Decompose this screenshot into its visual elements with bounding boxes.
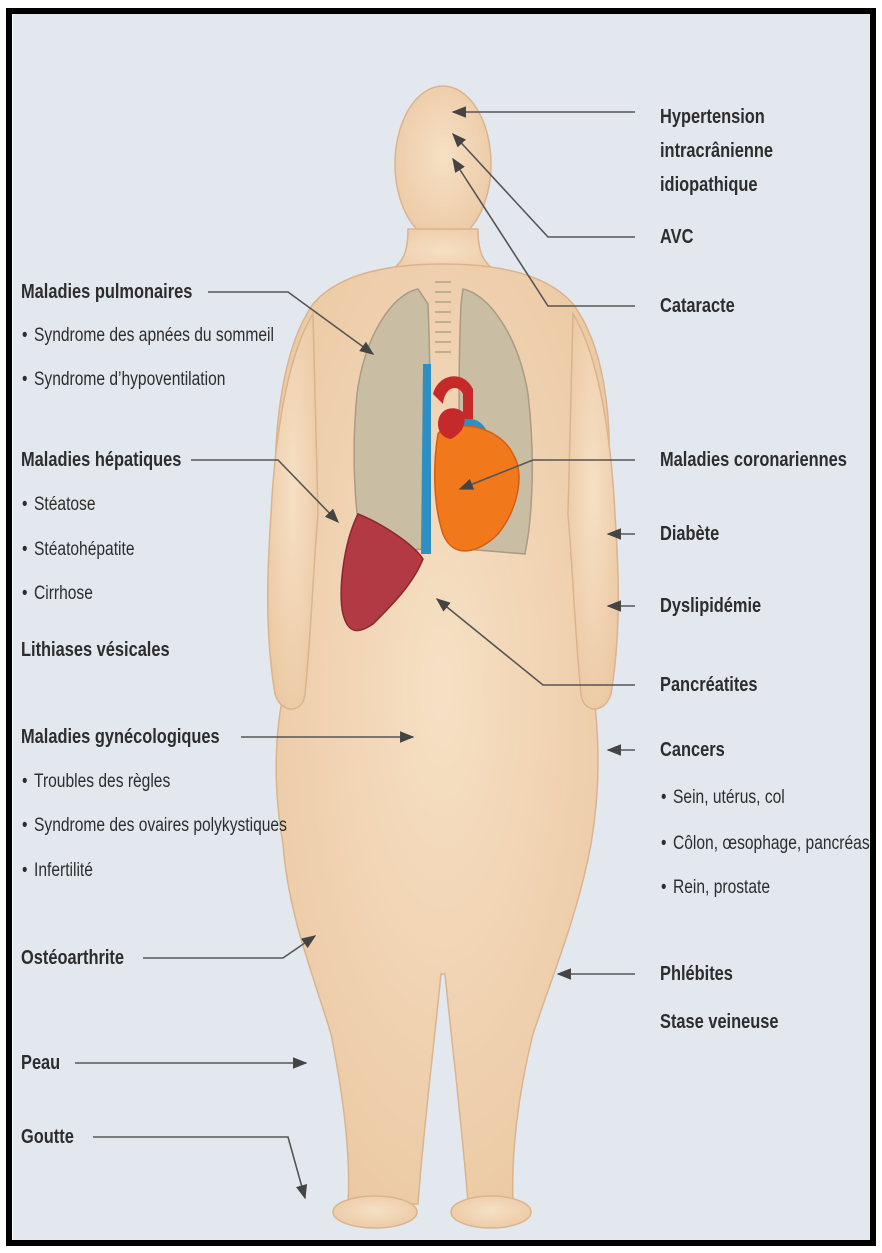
list-item-gyneco-2: Syndrome des ovaires polykystiques bbox=[22, 814, 287, 838]
label-hepatiques: Maladies hépatiques bbox=[21, 448, 181, 472]
list-item-hepatiques-3: Cirrhose bbox=[22, 582, 93, 606]
list-item-pulmonaires-2: Syndrome d’hypoventilation bbox=[22, 368, 225, 392]
list-item-cancers-2: Côlon, œsophage, pancréas bbox=[661, 832, 870, 856]
label-cataracte: Cataracte bbox=[660, 294, 735, 318]
list-item-cancers-1: Sein, utérus, col bbox=[661, 786, 785, 810]
label-stase-veineuse: Stase veineuse bbox=[660, 1010, 779, 1034]
label-gyneco: Maladies gynécologiques bbox=[21, 725, 220, 749]
list-item-gyneco-1: Troubles des règles bbox=[22, 770, 170, 794]
label-cancers: Cancers bbox=[660, 738, 725, 762]
list-item-cancers-3: Rein, prostate bbox=[661, 876, 770, 900]
label-avc: AVC bbox=[660, 225, 693, 249]
label-lithiases: Lithiases vésicales bbox=[21, 638, 170, 662]
list-item-gyneco-3: Infertilité bbox=[22, 859, 93, 883]
label-pulmonaires: Maladies pulmonaires bbox=[21, 280, 192, 304]
label-dyslipidemie: Dyslipidémie bbox=[660, 594, 761, 618]
label-pancreatites: Pancréatites bbox=[660, 673, 758, 697]
label-peau: Peau bbox=[21, 1051, 60, 1075]
list-item-hepatiques-1: Stéatose bbox=[22, 493, 96, 517]
label-phlebites: Phlébites bbox=[660, 962, 733, 986]
label-goutte: Goutte bbox=[21, 1125, 74, 1149]
list-item-hepatiques-2: Stéatohépatite bbox=[22, 538, 135, 562]
label-diabete: Diabète bbox=[660, 522, 719, 546]
body-silhouette bbox=[268, 86, 619, 1228]
label-coronaires: Maladies coronariennes bbox=[660, 448, 847, 472]
list-item-pulmonaires-1: Syndrome des apnées du sommeil bbox=[22, 324, 274, 348]
label-hypertension: Hypertension intracrânienne idiopathique bbox=[660, 100, 849, 202]
diagram-panel: Hypertension intracrânienne idiopathique… bbox=[13, 14, 870, 1240]
label-osteoarthrite: Ostéoarthrite bbox=[21, 946, 124, 970]
